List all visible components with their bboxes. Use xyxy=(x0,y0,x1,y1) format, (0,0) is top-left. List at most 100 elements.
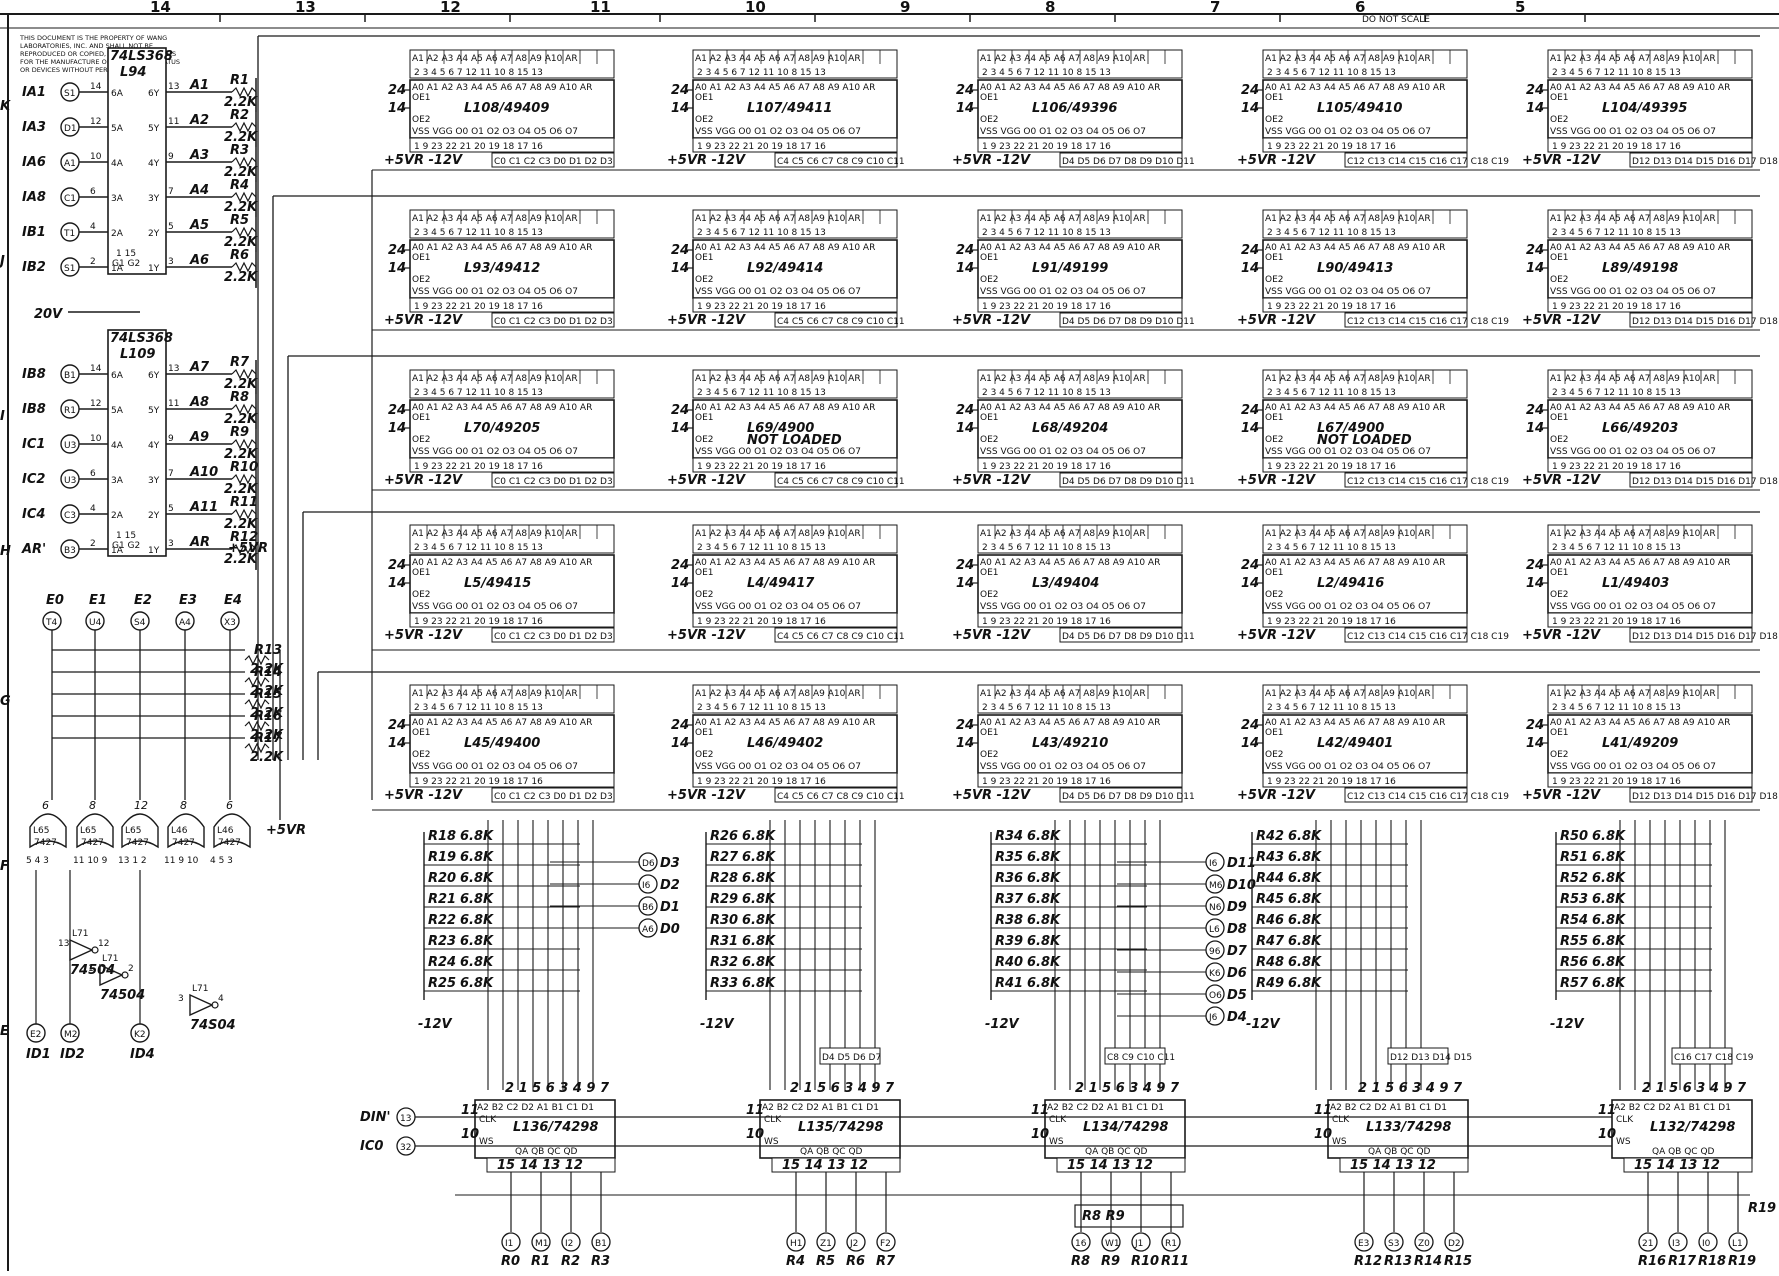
mux-clk-pin: 11 xyxy=(1031,1103,1049,1118)
resistor-value: 6.8K xyxy=(1288,913,1322,928)
gate-output-pin: 6 xyxy=(42,799,49,812)
rom-part-name: L90/49413 xyxy=(1317,261,1393,276)
mux-clk-pin: 11 xyxy=(461,1103,479,1118)
rom-output-box xyxy=(491,627,615,643)
resistor-symbol xyxy=(231,368,257,380)
mux-top-pins: 2 1 5 6 3 4 9 7 xyxy=(1642,1081,1747,1096)
resistor-value: 6.8K xyxy=(1592,976,1626,991)
rom-bottom-pin-row xyxy=(1547,772,1753,788)
rom-power-label: +5VR -12V xyxy=(952,628,1031,643)
output-signal-d5: D5 xyxy=(1227,988,1247,1003)
resistor-r28: R28 xyxy=(710,871,738,886)
pin-number: 1 xyxy=(88,964,94,974)
address-line-a4: A4 xyxy=(189,183,209,198)
resistor-r52: R52 xyxy=(1560,871,1588,886)
right-edge-r19: R19 xyxy=(1748,1201,1776,1216)
rom-chip-l104: A1 A2 A3 A4 A5 A6 A7 A8 A9 A10 AR2 3 4 5… xyxy=(1522,49,1779,168)
pin-24: 24 xyxy=(671,558,689,573)
rom-oe2: OE2 xyxy=(1265,275,1284,285)
resistor-r26: R26 xyxy=(710,829,738,844)
mux-input-labels: D12 D13 D14 D15 xyxy=(1390,1053,1472,1063)
pin-name: 6A xyxy=(111,89,124,99)
rom-output-box xyxy=(1059,312,1183,328)
rom-part-name: L43/49210 xyxy=(1032,736,1108,751)
resistor-r19: R19 xyxy=(428,850,456,865)
rom-bottom-pin-row xyxy=(977,297,1183,313)
rom-chip-body xyxy=(977,239,1183,299)
register-output-r14: R14 xyxy=(1414,1254,1442,1269)
resistor-r53: R53 xyxy=(1560,892,1588,907)
pin-24: 24 xyxy=(1241,718,1259,733)
rom-address-pin-numbers: 2 3 4 5 6 7 12 11 10 8 15 13 xyxy=(414,228,543,238)
rom-address-pin-numbers: 2 3 4 5 6 7 12 11 10 8 15 13 xyxy=(1552,228,1681,238)
pin-number: 12 xyxy=(90,399,101,409)
rom-oe1: OE1 xyxy=(1265,253,1284,263)
rom-inner-pins: A0 A1 A2 A3 A4 A5 A6 A7 A8 A9 A10 AR xyxy=(1550,83,1730,93)
pin-24: 24 xyxy=(1526,83,1544,98)
pin-number: 4 xyxy=(90,222,96,232)
resistor-value: 6.8K xyxy=(1592,892,1626,907)
rom-part-name: L68/49204 xyxy=(1032,421,1108,436)
resistor-value: 6.8K xyxy=(1592,850,1626,865)
pin-number: 9 xyxy=(168,434,174,444)
connector-pin xyxy=(591,1232,611,1252)
resistor-value: 2.2K xyxy=(224,377,258,392)
rom-vss-vgg: VSS VGG O0 O1 O2 O3 O4 O5 O6 O7 xyxy=(695,762,861,772)
pin-24: 24 xyxy=(671,243,689,258)
rom-vss-vgg: VSS VGG O0 O1 O2 O3 O4 O5 O6 O7 xyxy=(1550,127,1716,137)
pin-14: 14 xyxy=(1526,101,1544,116)
connector-pin-label: I6 xyxy=(1209,859,1218,869)
resistor-r38: R38 xyxy=(995,913,1023,928)
pin-14: 14 xyxy=(388,261,406,276)
rom-inner-pins: A0 A1 A2 A3 A4 A5 A6 A7 A8 A9 A10 AR xyxy=(980,558,1160,568)
rom-vss-vgg: VSS VGG O0 O1 O2 O3 O4 O5 O6 O7 xyxy=(695,287,861,297)
pin-name: 5Y xyxy=(148,406,160,416)
buffer-power-pins: 1 15 xyxy=(116,249,136,259)
id-signal-id4: ID4 xyxy=(130,1047,155,1062)
resistor-r17: R17 xyxy=(254,731,283,746)
pin-number: 3 xyxy=(168,539,174,549)
mux-chip-body xyxy=(1327,1099,1469,1159)
pin-14: 14 xyxy=(671,101,689,116)
rom-part-name: L69/4900 xyxy=(747,421,814,436)
register-output-r3: R3 xyxy=(591,1254,610,1269)
pin-14: 14 xyxy=(1526,261,1544,276)
plus-5vr-label: +5VR xyxy=(266,823,306,838)
pin-14: 14 xyxy=(956,421,974,436)
rom-oe1: OE1 xyxy=(1550,568,1569,578)
resistor-r22: R22 xyxy=(428,913,456,928)
resistor-symbol xyxy=(244,654,270,666)
rom-part-name: L1/49403 xyxy=(1602,576,1669,591)
pin-number: 10 xyxy=(90,434,102,444)
pin-name: 2Y xyxy=(148,511,160,521)
rom-output-labels: C0 C1 C2 C3 D0 D1 D2 D3 xyxy=(494,632,613,642)
resistor-symbol xyxy=(231,121,257,133)
rom-address-pin-numbers: 2 3 4 5 6 7 12 11 10 8 15 13 xyxy=(414,543,543,553)
connector-pin-label: U4 xyxy=(89,618,102,628)
rom-output-box xyxy=(491,472,615,488)
resistor-r41: R41 xyxy=(995,976,1023,991)
mux-q-pin-row xyxy=(1339,1157,1469,1173)
pin-24: 24 xyxy=(1241,558,1259,573)
zone-row-K: K xyxy=(0,99,11,114)
zone-column-14: 14 xyxy=(150,0,171,16)
resistor-value: 6.8K xyxy=(742,829,776,844)
resistor-value: 6.8K xyxy=(1288,934,1322,949)
gate-input-pins: 5 4 3 xyxy=(26,856,49,866)
rom-chip-l5: A1 A2 A3 A4 A5 A6 A7 A8 A9 A10 AR2 3 4 5… xyxy=(384,524,615,643)
pin-name: 1A xyxy=(111,264,124,274)
rom-output-labels: C0 C1 C2 C3 D0 D1 D2 D3 xyxy=(494,157,613,167)
buffer-type: 74LS368 xyxy=(110,331,173,346)
gate-ref: L46 xyxy=(171,826,188,836)
mux-q-outputs: QA QB QC QD xyxy=(515,1147,578,1157)
resistor-r37: R37 xyxy=(995,892,1024,907)
rom-chip-body xyxy=(1547,79,1753,139)
zone-row-F: F xyxy=(0,859,9,874)
rom-output-box xyxy=(1629,787,1753,803)
resistor-value: 2.2K xyxy=(224,447,258,462)
rom-oe2: OE2 xyxy=(695,590,714,600)
pin-14: 14 xyxy=(388,576,406,591)
buffer-ref: L94 xyxy=(120,65,146,80)
